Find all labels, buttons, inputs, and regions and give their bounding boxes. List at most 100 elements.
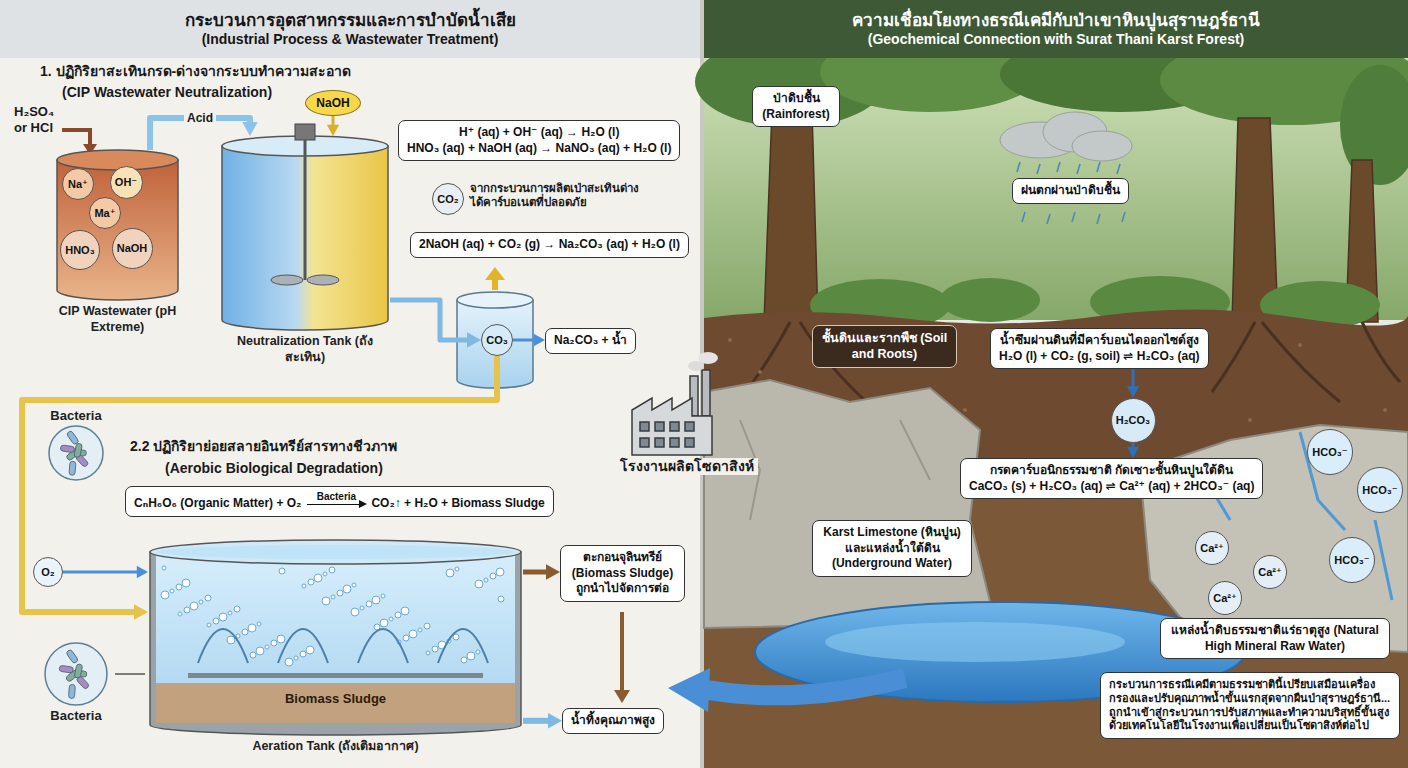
tree-canopy bbox=[1340, 65, 1408, 185]
equation-text: CO₂↑ + H₂O + Biomass Sludge bbox=[371, 496, 544, 512]
reaction-row: CₙH₆O₆ (Organic Matter) + O₂BacteriaCO₂↑… bbox=[134, 491, 545, 512]
connector-line bbox=[63, 571, 139, 574]
air-bubble bbox=[162, 566, 166, 570]
air-bubble bbox=[484, 578, 488, 582]
callout-box: แหล่งน้ำดิบธรรมชาติแร่ธาตุสูง (Natural H… bbox=[1160, 618, 1390, 659]
tank-label: Neutralization Tank (ถังสะเทิน) bbox=[220, 334, 390, 365]
air-bubble bbox=[219, 613, 227, 621]
soil-grain bbox=[1248, 418, 1252, 422]
arrow-head bbox=[1127, 386, 1139, 397]
ion-text: HCO₃⁻ bbox=[1334, 554, 1369, 567]
ion-circle: Ca²⁺ bbox=[1195, 531, 1229, 565]
callout-box: Karst Limestone (หินปูน) และแหล่งน้ำใต้ด… bbox=[812, 520, 972, 577]
bacteria-node: Bacteria bbox=[40, 408, 112, 483]
air-bubble bbox=[228, 611, 232, 615]
air-bubble bbox=[190, 602, 198, 610]
rock-crack bbox=[900, 420, 930, 480]
ion-text: CO₃ bbox=[486, 334, 508, 346]
air-bubble bbox=[496, 568, 504, 576]
sludge-arrow bbox=[620, 612, 624, 692]
air-bubble bbox=[490, 573, 496, 579]
air-bubble bbox=[314, 574, 322, 582]
gas-circle: O₂ bbox=[33, 557, 63, 587]
bacteria-node: Bacteria bbox=[38, 640, 114, 723]
rain-cloud bbox=[1072, 131, 1132, 161]
air-bubble bbox=[250, 652, 256, 658]
air-bubble bbox=[176, 584, 182, 590]
raw-water-arrow bbox=[668, 668, 710, 712]
soil-grain bbox=[1383, 408, 1387, 412]
air-bubble bbox=[248, 624, 256, 632]
soil-grain bbox=[963, 408, 967, 412]
rain-drops bbox=[1077, 164, 1080, 174]
ion-text: OH⁻ bbox=[115, 176, 137, 189]
air-bubble bbox=[418, 628, 422, 632]
tank-label: Aeration Tank (ถังเติมอากาศ) bbox=[148, 739, 523, 755]
ion-text: O₂ bbox=[41, 566, 54, 578]
stirrer-motor bbox=[295, 124, 315, 140]
bacteria-leader bbox=[115, 673, 145, 675]
arrow-head bbox=[467, 332, 481, 347]
cip-tank: CIP Wastewater (pH Extreme)Na⁺OH⁻Ma⁺HNO₃… bbox=[55, 150, 180, 335]
limestone-rock bbox=[704, 380, 995, 628]
air-bubble bbox=[308, 579, 314, 585]
bacteria-label: Bacteria bbox=[38, 708, 114, 723]
connector-line bbox=[523, 570, 549, 575]
rain-drops bbox=[1097, 162, 1100, 172]
box-text: H⁺ (aq) + OH⁻ (aq) → H₂O (l) bbox=[407, 125, 671, 141]
box-text: ฝนตกผ่านป่าดิบชื้น bbox=[1021, 183, 1120, 199]
plant-roots bbox=[740, 322, 1400, 405]
ion-text: H₂CO₃ bbox=[1116, 414, 1150, 426]
ion-circle: Ca²⁺ bbox=[1253, 555, 1287, 589]
bacteria-circle bbox=[45, 643, 107, 705]
air-bubble bbox=[170, 589, 174, 593]
connector-line bbox=[1132, 369, 1135, 388]
ion-circle: NaOH bbox=[112, 228, 153, 269]
box-text: น้ำซึมผ่านดินที่มีคาร์บอนไดออกไซด์สูง bbox=[999, 333, 1200, 349]
tank-top bbox=[150, 540, 521, 564]
callout-box: ฝนตกผ่านป่าดิบชื้น bbox=[1012, 178, 1129, 204]
flow-connector bbox=[1127, 369, 1139, 397]
air-bubble bbox=[234, 606, 240, 612]
air-bubble bbox=[257, 622, 261, 626]
factory-icon bbox=[698, 352, 718, 364]
flow-connector bbox=[523, 713, 562, 728]
air-bubble bbox=[323, 572, 327, 576]
tank-body bbox=[150, 552, 521, 735]
soil-box: ชั้นดินและรากพืช (Soil and Roots) bbox=[812, 325, 957, 368]
air-bubble bbox=[426, 651, 430, 655]
factory-icon bbox=[640, 438, 649, 447]
air-bubble bbox=[337, 590, 343, 596]
box-text: HNO₃ (aq) + NaOH (aq) → NaNO₃ (aq) + H₂O… bbox=[407, 141, 671, 157]
air-bubble bbox=[352, 583, 356, 587]
air-bubble bbox=[329, 567, 335, 573]
air-bubble bbox=[455, 567, 459, 571]
header-text: (Geochemical Connection with Surat Thani… bbox=[868, 31, 1245, 49]
factory-icon bbox=[685, 422, 694, 431]
rain-drops bbox=[1017, 162, 1125, 224]
air-bubble bbox=[381, 594, 385, 598]
note-box: กระบวนการธรณีเคมีตามธรรมชาตินี้เปรียบเสม… bbox=[1100, 672, 1400, 739]
factory-icon bbox=[655, 422, 664, 431]
header-text: (Industrial Process & Wastewater Treatme… bbox=[202, 31, 499, 49]
factory-icon bbox=[632, 398, 712, 455]
connector-line bbox=[513, 339, 536, 342]
reaction-arrow: Bacteria bbox=[307, 491, 365, 512]
left-panel-ground bbox=[0, 58, 700, 768]
air-bubble bbox=[207, 623, 211, 627]
air-bubble bbox=[242, 629, 248, 635]
bacterium bbox=[74, 664, 83, 679]
flow-connector bbox=[523, 564, 560, 579]
effluent-box: น้ำทิ้งคุณภาพสูง bbox=[562, 708, 664, 734]
bacterium bbox=[59, 665, 74, 673]
box-text: น้ำทิ้งคุณภาพสูง bbox=[571, 713, 655, 729]
ion-circle: HCO₃⁻ bbox=[1307, 429, 1353, 475]
ion-circle: H₂CO₃ bbox=[1111, 398, 1156, 443]
ion-circle: HCO₃⁻ bbox=[1357, 467, 1403, 513]
air-bubble bbox=[300, 651, 306, 657]
air-bubble bbox=[446, 569, 454, 577]
air-bubble bbox=[199, 600, 203, 604]
connector-line bbox=[523, 718, 551, 724]
bacteria-circle bbox=[49, 426, 103, 480]
